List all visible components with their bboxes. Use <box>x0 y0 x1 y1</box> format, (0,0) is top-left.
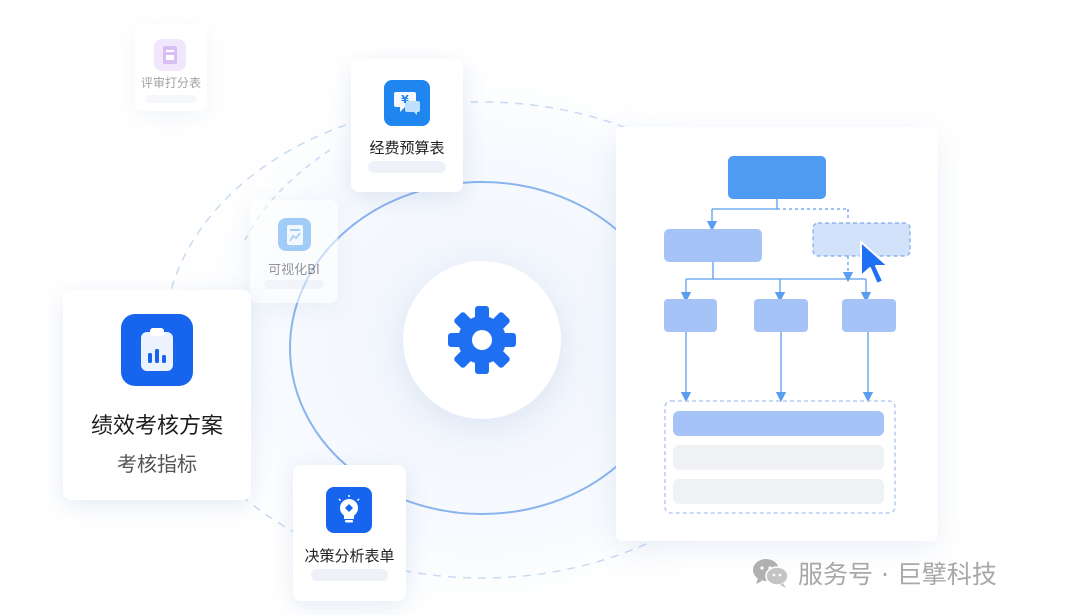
visual-bi-placeholder-bar <box>264 280 324 289</box>
flow-result-row <box>673 445 884 470</box>
flow-result-row-active <box>673 411 884 436</box>
performance-plan-title: 绩效考核方案 <box>90 414 223 439</box>
budget-sheet-placeholder-bar <box>368 161 446 173</box>
clipboard-chart-icon <box>121 314 193 386</box>
flow-level2-node <box>664 229 762 262</box>
performance-plan-subtitle: 考核指标 <box>117 452 197 476</box>
central-gear-hub <box>403 261 561 419</box>
scoring-sheet-card[interactable]: 评审打分表 <box>135 25 207 111</box>
yen-glyph: ¥ <box>401 93 409 106</box>
watermark-text: 服务号 · 巨擘科技 <box>798 560 997 589</box>
flow-leaf-node-3 <box>842 299 896 332</box>
performance-plan-card[interactable]: 绩效考核方案 考核指标 <box>63 290 251 500</box>
scoring-sheet-icon <box>154 39 186 71</box>
mouse-cursor-icon <box>860 241 889 285</box>
flow-result-group <box>664 400 896 514</box>
budget-sheet-label: 经费预算表 <box>369 139 445 157</box>
flow-leaf-node-1 <box>664 299 717 332</box>
scoring-sheet-placeholder-bar <box>145 95 197 103</box>
flow-leaf-node-2 <box>754 299 808 332</box>
decision-form-placeholder-bar <box>311 569 388 581</box>
flowchart-panel <box>616 127 938 541</box>
lightbulb-icon <box>326 487 372 533</box>
bi-chart-icon <box>278 218 311 251</box>
flowchart-diagram <box>664 156 911 514</box>
budget-chat-icon: ¥ <box>384 80 430 126</box>
flow-root-node <box>728 156 826 199</box>
scoring-sheet-label: 评审打分表 <box>140 76 201 90</box>
watermark: 服务号 · 巨擘科技 <box>752 553 997 593</box>
gear-icon <box>448 306 516 374</box>
wechat-icon <box>753 559 789 588</box>
decision-form-label: 决策分析表单 <box>304 547 395 565</box>
flow-result-row <box>673 479 884 504</box>
budget-sheet-card[interactable]: ¥ 经费预算表 <box>351 59 463 192</box>
visual-bi-label: 可视化BI <box>268 263 320 278</box>
decision-form-card[interactable]: 决策分析表单 <box>293 465 406 601</box>
visual-bi-card[interactable]: 可视化BI <box>250 200 338 303</box>
